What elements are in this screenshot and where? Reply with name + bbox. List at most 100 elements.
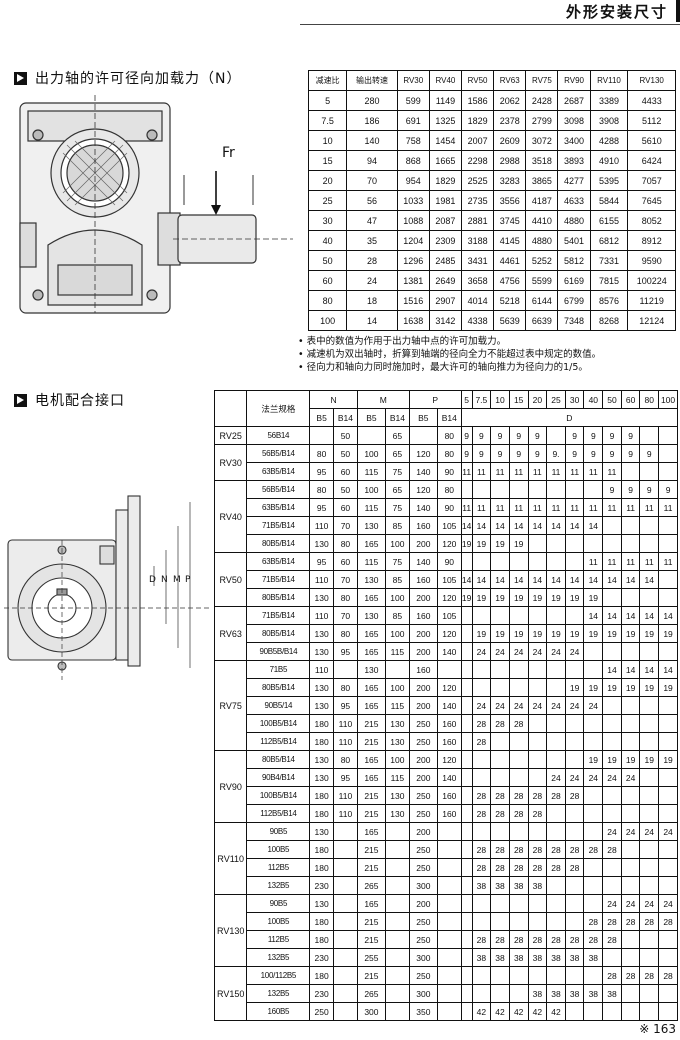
t2-cell: 38 (546, 948, 566, 967)
t2-cell: 24 (471, 696, 492, 715)
t2-flange-cell: 56B14 (246, 426, 311, 445)
t2-cell: 120 (408, 480, 438, 499)
t2-cell: 24 (583, 768, 604, 787)
t2-cell (333, 912, 358, 931)
t2-cell: 19 (508, 534, 529, 553)
t2-cell (333, 858, 358, 877)
t2-flange-cell: 100B5 (246, 912, 311, 931)
t2-cell: 19 (471, 534, 492, 553)
t1-cell: 3658 (460, 270, 495, 291)
t2-cell (658, 858, 678, 877)
t1-cell: 20 (307, 170, 348, 191)
t2-cell (602, 804, 622, 823)
t2-cell: 11 (658, 498, 678, 517)
t1-cell: 9590 (627, 250, 676, 271)
t2-cell (384, 858, 410, 877)
t2-cell (602, 534, 622, 553)
t2-cell (460, 768, 473, 787)
t2-cell (583, 480, 604, 499)
t1-header-cell: RV90 (557, 70, 591, 91)
t2-cell (490, 894, 510, 913)
t2-cell (564, 732, 585, 751)
t2-cell: 200 (408, 750, 438, 769)
t2-flange-cell: 112B5 (246, 930, 311, 949)
t2-cell: 300 (408, 876, 438, 895)
t1-cell: 3556 (493, 190, 527, 211)
t2-cell: 19 (583, 750, 604, 769)
t2-cell (546, 894, 566, 913)
t2-cell (508, 912, 529, 931)
t1-cell: 94 (346, 150, 398, 171)
t2-cell: 28 (546, 840, 566, 859)
t1-cell: 1829 (428, 170, 463, 191)
t1-cell: 11219 (627, 290, 676, 311)
t2-cell: 19 (602, 750, 622, 769)
t2-cell: 130 (384, 804, 410, 823)
t2-cell: 350 (408, 1002, 438, 1021)
t1-cell: 35 (346, 230, 398, 251)
t2-flange-cell: 100B5/B14 (246, 714, 311, 733)
section2-heading: 电机配合接口 (14, 390, 125, 410)
t1-cell: 6169 (557, 270, 591, 291)
t2-cell (658, 786, 678, 805)
t2-cell (460, 840, 473, 859)
t1-cell: 1325 (428, 110, 463, 131)
t2-cell: 28 (527, 930, 548, 949)
t2-cell (436, 876, 462, 895)
t2-cell: 140 (436, 642, 462, 661)
t2-cell: 120 (436, 588, 462, 607)
t2-cell: 200 (408, 624, 438, 643)
t2-cell (471, 606, 492, 625)
t2-cell (639, 840, 660, 859)
t2-cell: 11 (658, 552, 678, 571)
t2-flange-cell: 63B5/B14 (246, 462, 311, 481)
t1-cell: 1516 (396, 290, 430, 311)
t2-cell: 28 (602, 840, 622, 859)
t2-cell: 38 (527, 876, 548, 895)
t2-cell: 250 (309, 1002, 335, 1021)
t2-cell (546, 912, 566, 931)
t1-cell: 56 (346, 190, 398, 211)
t2-cell (408, 426, 438, 445)
t1-cell: 2881 (460, 210, 495, 231)
t2-flange-cell: 90B5B/B14 (246, 642, 311, 661)
t2-cell: 14 (460, 516, 473, 535)
t2-cell: 200 (408, 642, 438, 661)
label-m: M (173, 575, 181, 585)
t2-cell: 14 (490, 570, 510, 589)
t2-cell: 14 (527, 516, 548, 535)
t2-cell (471, 912, 492, 931)
t2-cell: 28 (490, 858, 510, 877)
t2-cell: 28 (583, 912, 604, 931)
t1-cell: 80 (307, 290, 348, 311)
t2-cell (384, 1002, 410, 1021)
t2-cell (527, 660, 548, 679)
t2-cell: 9 (508, 426, 529, 445)
t2-cell: 28 (490, 930, 510, 949)
t2-cell: 19 (564, 678, 585, 697)
t2-cell: 14 (546, 516, 566, 535)
t2-cell: 80 (436, 480, 462, 499)
t2-cell: 115 (356, 552, 386, 571)
t2-cell (620, 588, 641, 607)
t2-cell: 14 (620, 606, 641, 625)
t1-cell: 47 (346, 210, 398, 231)
t1-cell: 70 (346, 170, 398, 191)
t2-cell (639, 948, 660, 967)
t2-cell: 300 (408, 984, 438, 1003)
t2-cell: 28 (527, 786, 548, 805)
t2-flange-cell: 90B5 (246, 822, 311, 841)
t1-cell: 5395 (589, 170, 629, 191)
t2-cell: 24 (564, 642, 585, 661)
t2-cell: 9 (602, 480, 622, 499)
t1-cell: 6639 (525, 310, 559, 331)
t1-cell: 7331 (589, 250, 629, 271)
t2-cell (333, 966, 358, 985)
t2-cell: 200 (408, 534, 438, 553)
